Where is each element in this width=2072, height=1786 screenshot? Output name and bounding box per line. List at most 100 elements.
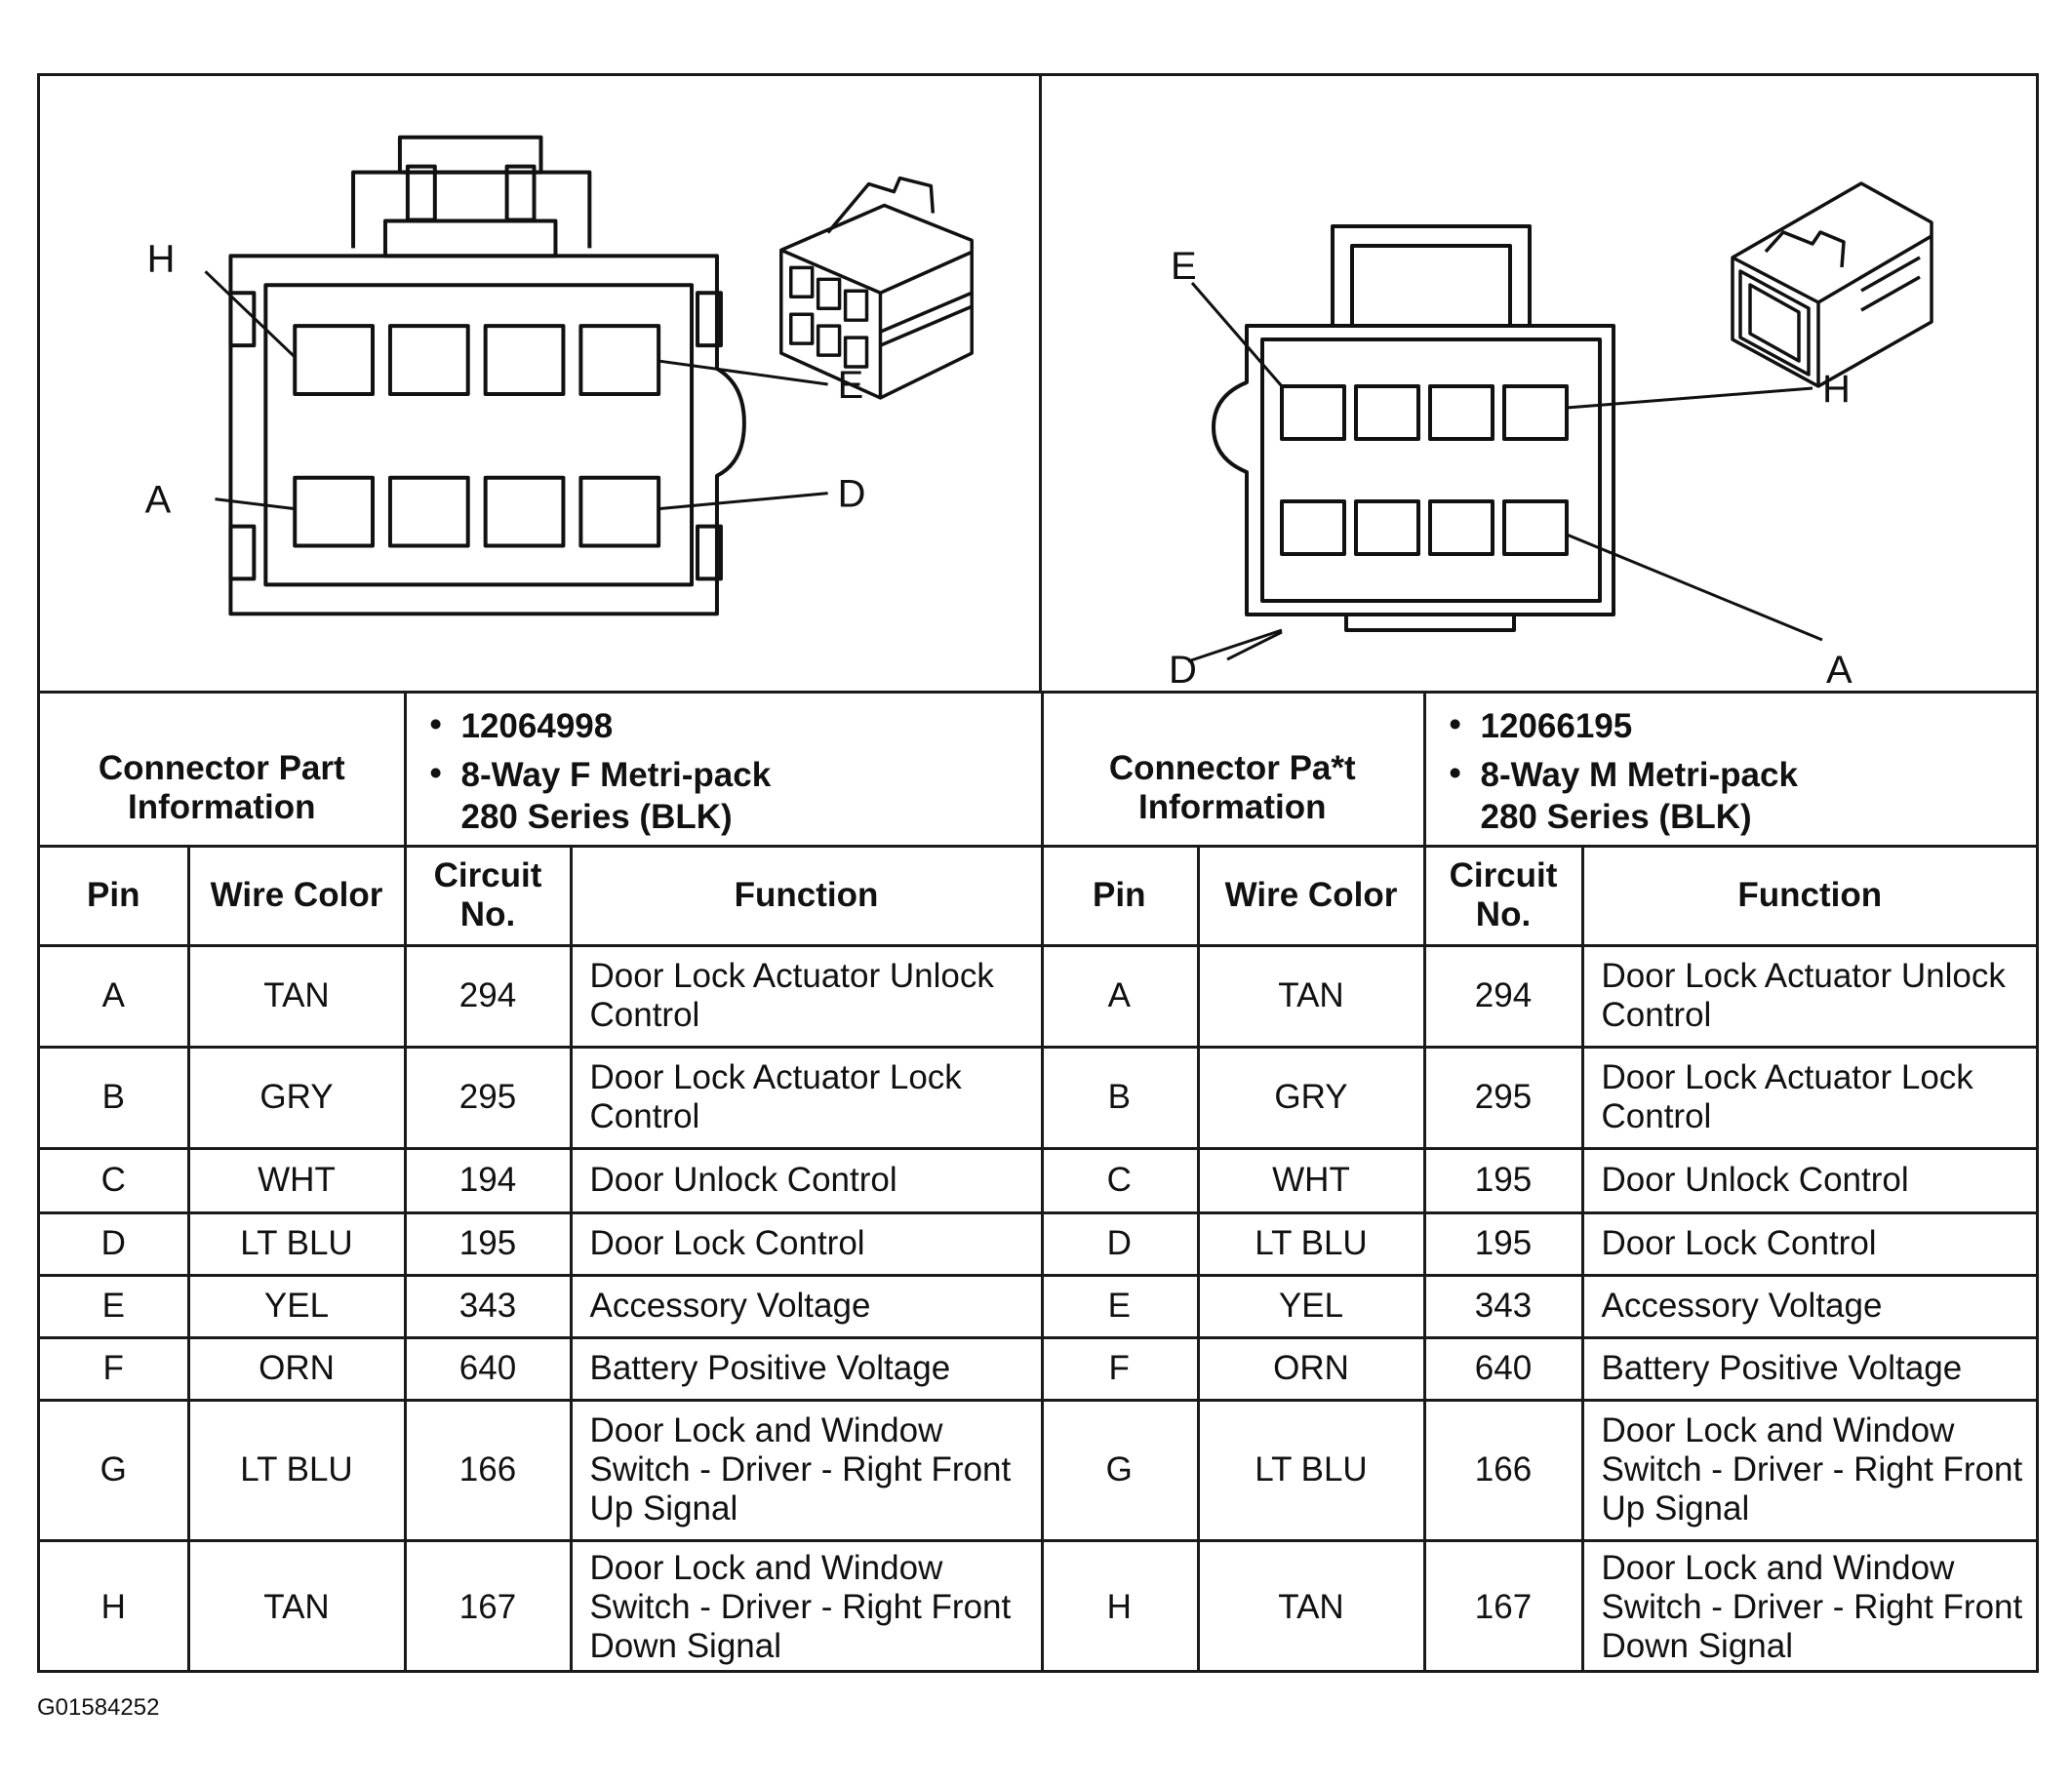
table-row: F ORN 640 Battery Positive Voltage — [40, 1335, 1044, 1402]
wire-color-cell: TAN — [186, 943, 407, 1049]
wire-color-cell: LT BLU — [186, 1398, 407, 1542]
circuit-cell: 640 — [1422, 1335, 1584, 1402]
function-cell: Door Lock Actuator Unlock Control — [569, 943, 1044, 1049]
circuit-cell: 195 — [403, 1211, 573, 1277]
left-cavity — [293, 475, 375, 548]
right-bottom-key — [1344, 613, 1516, 632]
function-cell: Door Lock Actuator Lock Control — [569, 1045, 1044, 1150]
table-row: H TAN 167 Door Lock and Window Switch - … — [40, 1538, 1044, 1674]
col-header-circuit: Circuit No. — [403, 844, 573, 947]
bullet: • — [1449, 705, 1461, 743]
figure-id: G01584252 — [37, 1694, 160, 1721]
pin-cell: H — [40, 1538, 190, 1674]
right-latch-outline — [1331, 224, 1532, 326]
wire-color-cell: GRY — [1196, 1045, 1426, 1150]
table-row: E YEL 343 Accessory Voltage — [1042, 1273, 2037, 1339]
bullet: • — [429, 705, 442, 743]
function-cell: Door Unlock Control — [569, 1146, 1044, 1214]
wire-color-cell: ORN — [186, 1335, 407, 1402]
pin-cell: E — [1042, 1273, 1200, 1339]
table-row: C WHT 194 Door Unlock Control — [40, 1146, 1044, 1214]
right-cavity — [1280, 384, 1346, 441]
function-cell: Door Lock and Window Switch - Driver - R… — [569, 1398, 1044, 1542]
wire-color-cell: YEL — [1196, 1273, 1426, 1339]
table-row: F ORN 640 Battery Positive Voltage — [1042, 1335, 2037, 1402]
wire-color-cell: GRY — [186, 1045, 407, 1150]
col-header-wire-color: Wire Color — [186, 844, 407, 947]
function-cell: Door Lock Control — [569, 1211, 1044, 1277]
part-description: 8-Way F Metri-pack — [460, 756, 772, 795]
connector-diagram-frame: H E A D — [37, 73, 2039, 1674]
function-cell: Battery Positive Voltage — [569, 1335, 1044, 1402]
part-description: 8-Way M Metri-pack — [1480, 756, 1798, 795]
part-number: 12066195 — [1480, 707, 1633, 745]
pin-cell: G — [40, 1398, 190, 1542]
function-cell: Battery Positive Voltage — [1580, 1335, 2037, 1402]
right-cavity — [1502, 384, 1569, 441]
function-cell: Door Lock Control — [1580, 1211, 2037, 1277]
left-latch-slot-right — [504, 164, 537, 222]
connector-part-details: •12064998 •8-Way F Metri-pack 280 Series… — [403, 694, 1044, 848]
wire-color-cell: WHT — [186, 1146, 407, 1214]
right-connector-face-drawing: E H D A — [1169, 181, 1933, 691]
circuit-cell: 194 — [403, 1146, 573, 1214]
left-pin-label-top-left: H — [147, 237, 176, 280]
table-row: B GRY 295 Door Lock Actuator Lock Contro… — [40, 1045, 1044, 1150]
col-header-wire-color: Wire Color — [1196, 844, 1426, 947]
wire-color-cell: TAN — [186, 1538, 407, 1674]
left-pin-label-bottom-left: A — [145, 479, 172, 522]
pin-cell: H — [1042, 1538, 1200, 1674]
part-series: 280 Series (BLK) — [1480, 797, 1752, 836]
table-row: D LT BLU 195 Door Lock Control — [40, 1211, 1044, 1277]
pin-cell: D — [40, 1211, 190, 1277]
wire-color-cell: ORN — [1196, 1335, 1426, 1402]
table-row: C WHT 195 Door Unlock Control — [1042, 1146, 2037, 1214]
pin-cell: D — [1042, 1211, 1200, 1277]
left-cavity — [387, 324, 470, 396]
wire-color-cell: TAN — [1196, 943, 1426, 1049]
pin-cell: A — [1042, 943, 1200, 1049]
right-pin-label-bottom-right: A — [1826, 649, 1853, 691]
left-cavity — [483, 475, 566, 548]
circuit-cell: 294 — [1422, 943, 1584, 1049]
table-row: G LT BLU 166 Door Lock and Window Switch… — [40, 1398, 1044, 1542]
circuit-cell: 166 — [1422, 1398, 1584, 1542]
left-cavity — [293, 324, 375, 396]
left-side-lug-bottom-right — [696, 524, 723, 581]
circuit-cell: 343 — [1422, 1273, 1584, 1339]
col-header-function: Function — [1580, 844, 2037, 947]
right-cavity — [1428, 499, 1494, 556]
circuit-cell: 167 — [1422, 1538, 1584, 1674]
function-cell: Door Lock and Window Switch - Driver - R… — [1580, 1538, 2037, 1674]
right-cavity — [1502, 499, 1569, 556]
table-header-row: Pin Wire Color Circuit No. Function — [1042, 844, 2037, 947]
left-latch-bar — [382, 218, 558, 258]
circuit-cell: 195 — [1422, 1146, 1584, 1214]
circuit-cell: 343 — [403, 1273, 573, 1339]
right-housing-outline — [1212, 324, 1615, 616]
pin-cell: F — [1042, 1335, 1200, 1402]
connector-part-info-label: Connector Part Information — [40, 694, 407, 848]
circuit-cell: 294 — [403, 943, 573, 1049]
table-row: D LT BLU 195 Door Lock Control — [1042, 1211, 2037, 1277]
circuit-cell: 167 — [403, 1538, 573, 1674]
left-latch-slot-left — [405, 164, 437, 222]
circuit-cell: 195 — [1422, 1211, 1584, 1277]
wire-color-cell: YEL — [186, 1273, 407, 1339]
pin-cell: F — [40, 1335, 190, 1402]
function-cell: Door Lock and Window Switch - Driver - R… — [569, 1538, 1044, 1674]
function-cell: Door Lock and Window Switch - Driver - R… — [1580, 1398, 2037, 1542]
connector-part-details: •12066195 •8-Way M Metri-pack 280 Series… — [1422, 694, 2037, 848]
left-pin-label-bottom-right: D — [838, 473, 866, 516]
table-row: H TAN 167 Door Lock and Window Switch - … — [1042, 1538, 2037, 1674]
table-row: E YEL 343 Accessory Voltage — [40, 1273, 1044, 1339]
left-connector-table: Connector Part Information •12064998 •8-… — [40, 694, 1044, 1674]
left-cavity — [578, 324, 661, 396]
col-header-function: Function — [569, 844, 1044, 947]
circuit-cell: 640 — [403, 1335, 573, 1402]
left-leader-lines — [204, 270, 828, 511]
left-connector-figure: H E A D — [40, 76, 1042, 691]
bullet: • — [429, 754, 442, 793]
right-pin-label-top-left: E — [1171, 245, 1197, 288]
wire-color-cell: TAN — [1196, 1538, 1426, 1674]
